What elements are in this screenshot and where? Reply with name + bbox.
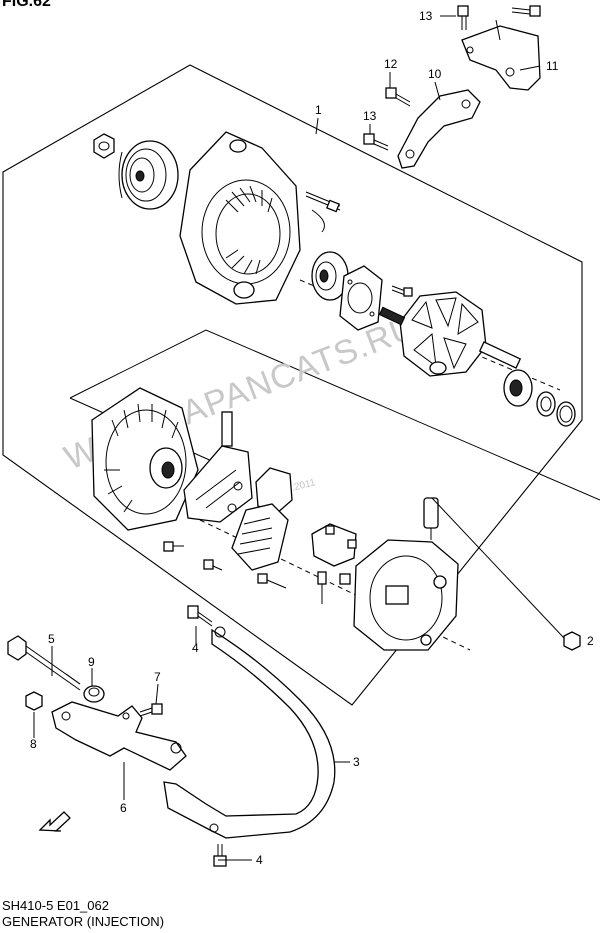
callout-13-upper: 13 [419,9,433,23]
callout-4-lower: 4 [256,853,263,867]
cover-bolt-upper [187,605,213,627]
callout-6: 6 [120,801,127,815]
brush-holder [255,467,293,515]
callout-2: 2 [587,634,594,648]
callout-8: 8 [30,737,37,751]
callout-11: 11 [546,59,559,73]
figure-title: FIG.62 [2,0,51,10]
upper-mount-bracket [461,19,541,91]
bearing-cover-ring [536,391,556,417]
callout-3: 3 [353,755,360,769]
bolt-ref-12 [385,87,411,107]
callout-4-upper: 4 [192,641,199,655]
rear-bearing [503,369,533,407]
stator [91,387,199,531]
rear-housing [353,539,459,651]
callout-10: 10 [428,67,442,81]
rear-nut [563,631,581,651]
spacer [83,685,105,703]
bearing-retainer-plate [339,265,383,331]
callout-9: 9 [88,655,95,669]
bolt-ref-13-upper [457,5,469,30]
retainer-screw [391,285,413,297]
figure-code: SH410-5 E01_062 [2,898,109,913]
adjust-bracket [397,89,481,169]
callout-12: 12 [384,57,398,71]
generator-bracket [51,701,187,771]
stud-bolt [305,191,341,233]
callout-5: 5 [48,632,55,646]
rotor [378,291,522,377]
assembly-outline-box [2,64,583,706]
fwd-arrow-icon [38,811,71,832]
figure-name: GENERATOR (INJECTION) [2,914,165,929]
leader-lines [33,15,565,861]
callout-1: 1 [315,103,322,117]
voltage-regulator [231,503,289,571]
cover-bolt-lower [213,844,227,867]
pulley [118,140,179,210]
pulley-nut [93,133,115,159]
wave-washer [556,401,576,427]
upper-right-bolt [511,5,541,17]
condenser [423,497,439,540]
long-bolt [7,635,81,691]
terminal-block [311,523,357,567]
generator-cover-bracket [163,626,336,839]
bracket-bolt [139,703,163,717]
rectifier-assembly [183,411,253,523]
callout-7: 7 [154,670,161,684]
bracket-nut [25,691,43,711]
bolt-ref-13-lower [363,133,389,151]
small-screws [163,541,351,604]
callout-13-lower: 13 [363,109,377,123]
inner-assembly-box [69,329,600,501]
front-housing [179,131,301,305]
